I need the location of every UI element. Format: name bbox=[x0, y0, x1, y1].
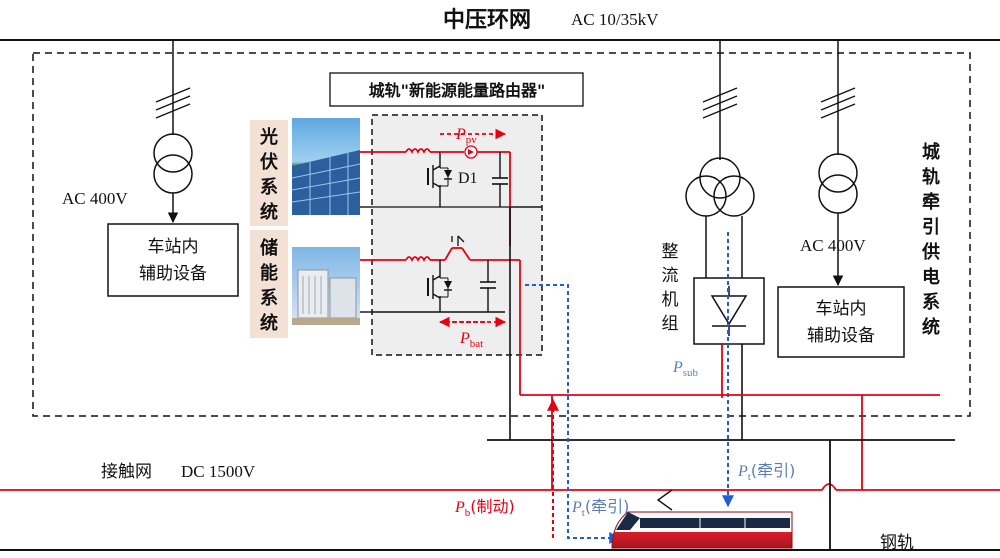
rectifier-label: 整 流 机 组 bbox=[662, 242, 679, 334]
left-aux-line1: 车站内 bbox=[148, 237, 199, 257]
catenary-dc-label: DC 1500V bbox=[181, 462, 256, 481]
rectifier-label-char-2: 流 bbox=[662, 266, 679, 286]
storage-converter bbox=[360, 235, 521, 395]
traction-flow-arrow bbox=[525, 284, 622, 544]
title-ac: AC 10/35kV bbox=[571, 10, 659, 29]
storage-label-char-1: 储 bbox=[259, 237, 278, 259]
router-title: 城轨"新能源能量路由器" bbox=[369, 81, 546, 100]
storage-label-char-4: 统 bbox=[260, 312, 278, 334]
pv-label-char-1: 光 bbox=[259, 126, 278, 148]
system-label-char-2: 轨 bbox=[922, 166, 940, 188]
right-aux-line2: 辅助设备 bbox=[807, 326, 875, 346]
p-pv-label: Ppv bbox=[455, 126, 477, 146]
system-label-char-8: 统 bbox=[922, 316, 940, 338]
router-title-box bbox=[329, 72, 584, 107]
left-transformer-branch bbox=[153, 40, 193, 224]
train-image bbox=[611, 511, 793, 549]
system-label-char-3: 牵 bbox=[922, 191, 940, 213]
rectifier-branch bbox=[685, 40, 765, 508]
p-b-label: Pb(制动) bbox=[454, 497, 515, 519]
storage-label: 储 能 系 统 bbox=[259, 237, 278, 334]
left-ac-label: AC 400V bbox=[62, 189, 128, 208]
router-box bbox=[371, 114, 543, 356]
storage-label-bg bbox=[250, 230, 288, 338]
rectifier-label-char-1: 整 bbox=[662, 242, 679, 262]
system-boundary bbox=[32, 52, 971, 417]
system-label-char-4: 引 bbox=[922, 217, 940, 238]
left-aux-line2: 辅助设备 bbox=[139, 264, 207, 284]
p-bat-label: Pbat bbox=[459, 330, 483, 350]
right-transformer-branch bbox=[818, 40, 858, 287]
system-label-char-5: 供 bbox=[921, 241, 940, 263]
storage-label-char-3: 系 bbox=[260, 288, 278, 309]
right-ac-label: AC 400V bbox=[800, 236, 866, 255]
pv-label-char-3: 系 bbox=[260, 177, 278, 198]
p-t-center-label: Pt(牵引) bbox=[571, 497, 629, 519]
p-t-right-label: Pt(牵引) bbox=[737, 461, 795, 483]
pv-label: 光 伏 系 统 bbox=[259, 126, 278, 223]
pv-label-char-2: 伏 bbox=[260, 151, 278, 173]
right-aux-line1: 车站内 bbox=[816, 299, 867, 319]
storage-image bbox=[292, 247, 360, 325]
title-cn: 中压环网 bbox=[443, 8, 531, 33]
d1-label: D1 bbox=[458, 170, 478, 187]
rectifier-label-char-3: 机 bbox=[662, 290, 679, 310]
system-label-char-7: 系 bbox=[922, 292, 940, 313]
rail-label: 钢轨 bbox=[880, 533, 914, 553]
left-aux-box bbox=[107, 223, 239, 297]
right-aux-box bbox=[777, 286, 905, 358]
rectifier-label-char-4: 组 bbox=[662, 314, 679, 334]
system-label-char-6: 电 bbox=[922, 266, 940, 288]
system-label: 城 轨 牵 引 供 电 系 统 bbox=[921, 141, 940, 338]
system-label-char-1: 城 bbox=[922, 141, 940, 163]
catenary-cn-label: 接触网 bbox=[101, 462, 152, 482]
pv-image bbox=[291, 118, 361, 215]
storage-label-char-2: 能 bbox=[260, 262, 278, 284]
pv-label-char-4: 统 bbox=[260, 201, 278, 223]
pv-label-bg bbox=[250, 120, 288, 226]
p-sub-label: Psub bbox=[672, 359, 699, 379]
